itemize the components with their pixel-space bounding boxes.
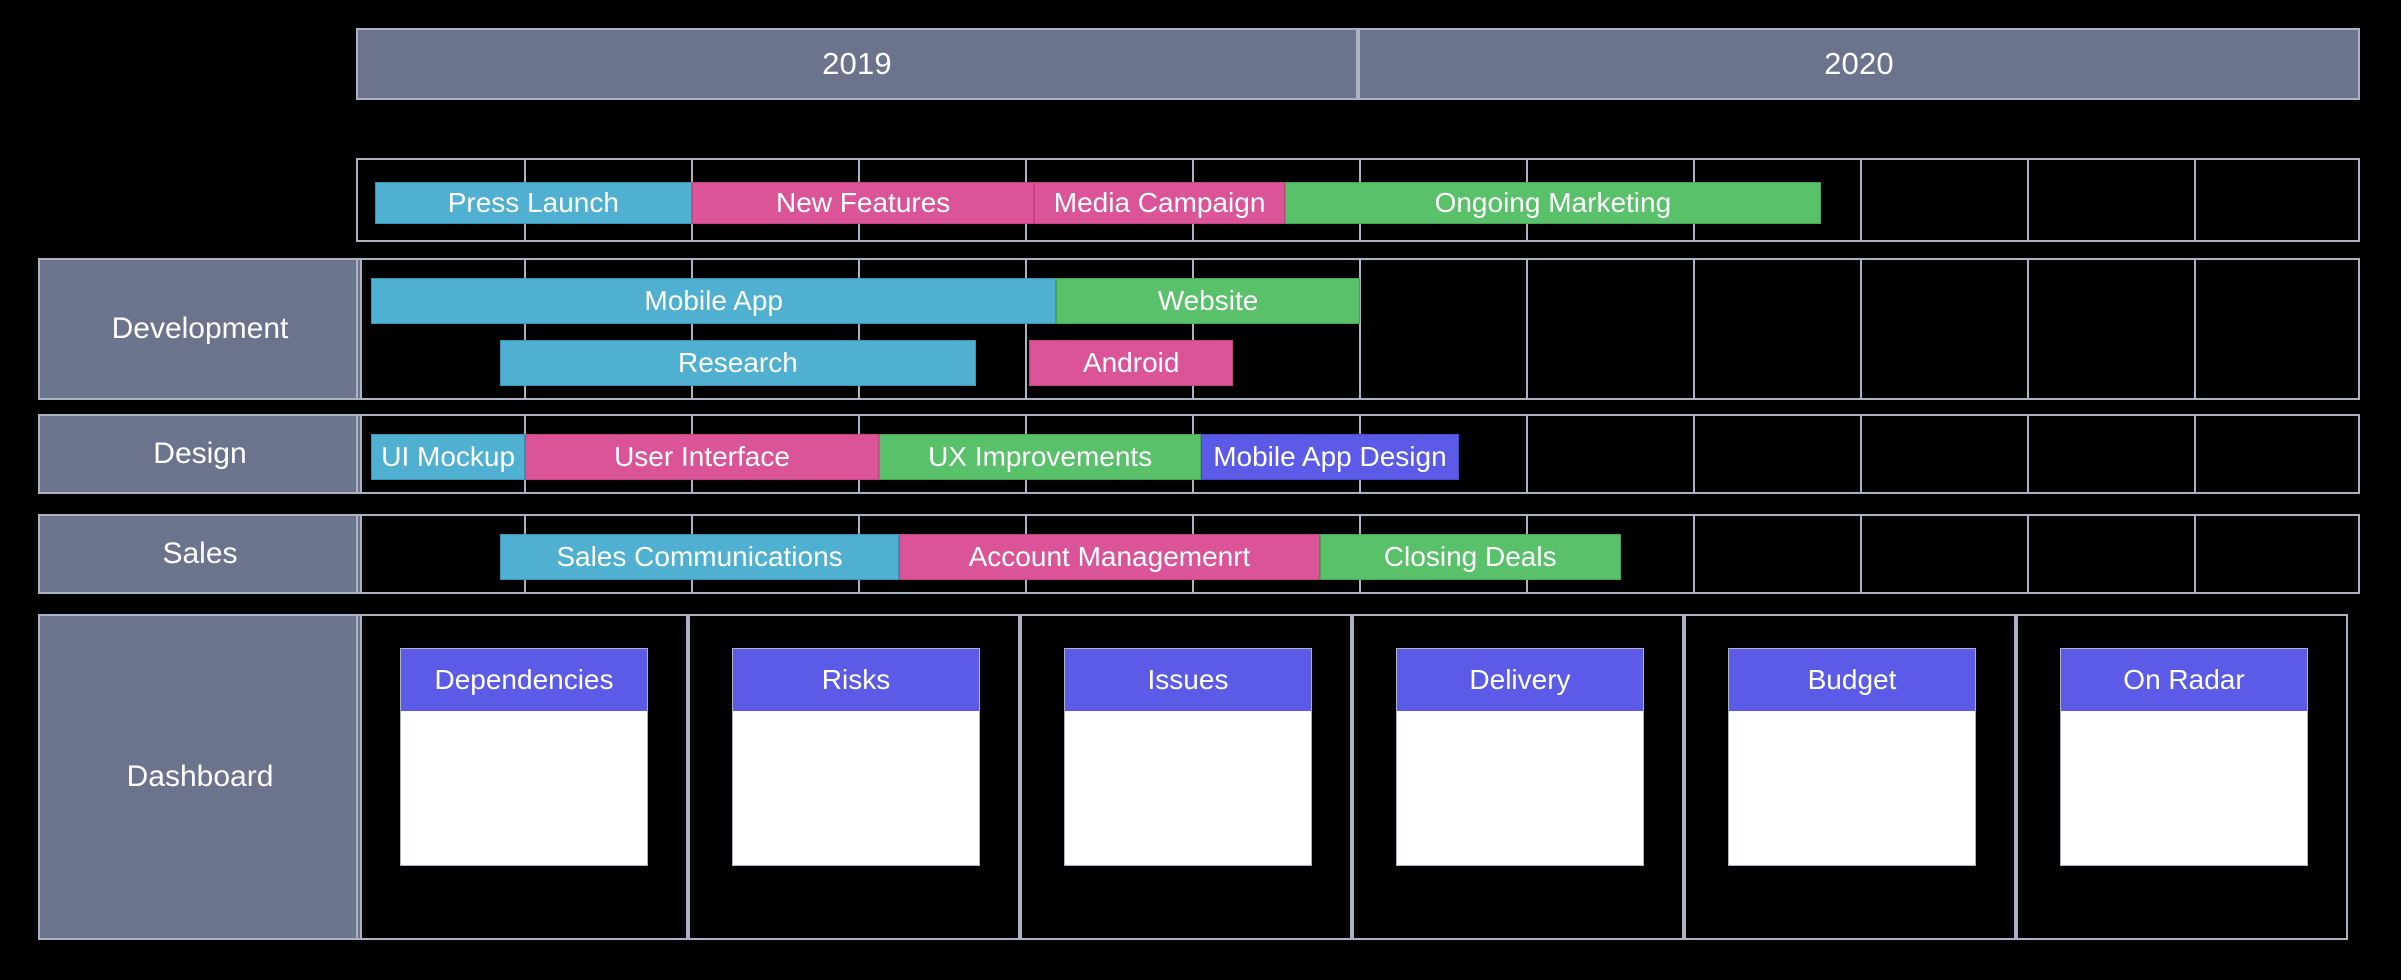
- lane-label-text: Design: [153, 437, 247, 470]
- dashboard-column: Delivery: [1352, 614, 1684, 940]
- gantt-bar-label: Ongoing Marketing: [1434, 187, 1672, 218]
- gantt-bar[interactable]: Closing Deals: [1319, 534, 1621, 580]
- timeline-gridline: [1025, 260, 1027, 398]
- timeline-gridline: [1860, 416, 1862, 492]
- gantt-bar[interactable]: Mobile App: [371, 278, 1057, 324]
- gantt-bar-label: Closing Deals: [1383, 541, 1557, 572]
- dashboard-card-body[interactable]: [1065, 711, 1311, 865]
- gantt-bar[interactable]: Media Campaign: [1034, 182, 1285, 224]
- gantt-bar[interactable]: Ongoing Marketing: [1284, 182, 1821, 224]
- timeline-gridline: [2027, 260, 2029, 398]
- dashboard-card-header: On Radar: [2061, 649, 2307, 711]
- gantt-bar-label: Android: [1082, 347, 1180, 378]
- gantt-bar-label: Research: [677, 347, 798, 378]
- gantt-bar-label: UX Improvements: [928, 441, 1153, 472]
- lane-label-design: Design: [38, 414, 362, 494]
- dashboard-card-body[interactable]: [401, 711, 647, 865]
- timeline-gridline: [1860, 160, 1862, 240]
- year-label: 2019: [822, 46, 892, 81]
- dashboard-column: Dependencies: [356, 614, 688, 940]
- gantt-bar[interactable]: Sales Communications: [499, 534, 900, 580]
- gantt-bar[interactable]: Press Launch: [374, 182, 692, 224]
- timeline-gridline: [2027, 160, 2029, 240]
- timeline-gridline: [1693, 260, 1695, 398]
- year-header-2019: 2019: [356, 28, 1358, 100]
- dashboard-card-body[interactable]: [1729, 711, 1975, 865]
- timeline-gridline: [1860, 516, 1862, 592]
- gantt-bar-label: Website: [1157, 285, 1259, 316]
- lane-label-text: Dashboard: [126, 760, 274, 793]
- gantt-bar[interactable]: Research: [499, 340, 976, 386]
- dashboard-card-title: On Radar: [2123, 664, 2245, 695]
- lane-label-dashboard: Dashboard: [38, 614, 362, 940]
- timeline-gridline: [2194, 416, 2196, 492]
- year-header-2020: 2020: [1358, 28, 2360, 100]
- lane-label-text: Development: [111, 312, 289, 345]
- timeline-gridline: [1526, 260, 1528, 398]
- dashboard-card-header: Dependencies: [401, 649, 647, 711]
- dashboard-card[interactable]: Delivery: [1396, 648, 1644, 866]
- dashboard-card-header: Risks: [733, 649, 979, 711]
- dashboard-card[interactable]: On Radar: [2060, 648, 2308, 866]
- dashboard-card[interactable]: Dependencies: [400, 648, 648, 866]
- timeline-gridline: [2027, 416, 2029, 492]
- timeline-gridline: [1693, 516, 1695, 592]
- timeline-gridline: [2194, 160, 2196, 240]
- gantt-bar[interactable]: Android: [1029, 340, 1234, 386]
- gantt-bar-label: Media Campaign: [1053, 187, 1266, 218]
- timeline-gridline: [1693, 416, 1695, 492]
- dashboard-card-title: Budget: [1807, 664, 1897, 695]
- gantt-bar-label: Sales Communications: [556, 541, 843, 572]
- timeline-gridline: [1359, 260, 1361, 398]
- timeline-gridline: [524, 260, 526, 398]
- dashboard-card-header: Budget: [1729, 649, 1975, 711]
- dashboard-card[interactable]: Issues: [1064, 648, 1312, 866]
- lane-label-text: Sales: [162, 537, 238, 570]
- dashboard-card-header: Issues: [1065, 649, 1311, 711]
- year-label: 2020: [1824, 46, 1894, 81]
- gantt-bar-label: Mobile App Design: [1213, 441, 1447, 472]
- timeline-gridline: [1526, 416, 1528, 492]
- timeline-gridline: [858, 260, 860, 398]
- timeline-gridline: [2027, 516, 2029, 592]
- gantt-bar[interactable]: UI Mockup: [371, 434, 525, 480]
- dashboard-card-title: Dependencies: [434, 664, 614, 695]
- dashboard-card-body[interactable]: [733, 711, 979, 865]
- lane-label-development: Development: [38, 258, 362, 400]
- timeline-gridline: [1860, 260, 1862, 398]
- timeline-gridline: [1192, 260, 1194, 398]
- dashboard-column: Budget: [1684, 614, 2016, 940]
- dashboard-column: Risks: [688, 614, 1020, 940]
- timeline-gridline: [691, 260, 693, 398]
- gantt-bar[interactable]: User Interface: [525, 434, 880, 480]
- dashboard-column: Issues: [1020, 614, 1352, 940]
- timeline-gridline: [2194, 516, 2196, 592]
- dashboard-card[interactable]: Budget: [1728, 648, 1976, 866]
- dashboard-card-body[interactable]: [2061, 711, 2307, 865]
- gantt-bar[interactable]: UX Improvements: [879, 434, 1202, 480]
- marketing-track: Press Launch New Features Media Campaign On…: [356, 158, 2360, 242]
- gantt-bar[interactable]: Mobile App Design: [1201, 434, 1459, 480]
- gantt-bar-label: UI Mockup: [381, 441, 516, 472]
- dashboard-card[interactable]: Risks: [732, 648, 980, 866]
- lane-track-sales: Sales Communications Account Managemenrt C…: [356, 514, 2360, 594]
- dashboard-column: On Radar: [2016, 614, 2348, 940]
- gantt-bar-label: New Features: [776, 187, 951, 218]
- dashboard-card-title: Delivery: [1469, 664, 1571, 695]
- gantt-bar-label: Press Launch: [447, 187, 619, 218]
- gantt-bar-label: Mobile App: [644, 285, 783, 316]
- lane-track-design: UI Mockup User Interface UX Improvements Mo…: [356, 414, 2360, 494]
- gantt-bar[interactable]: New Features: [692, 182, 1035, 224]
- lane-label-sales: Sales: [38, 514, 362, 594]
- dashboard-card-header: Delivery: [1397, 649, 1643, 711]
- dashboard-card-body[interactable]: [1397, 711, 1643, 865]
- gantt-bar[interactable]: Account Managemenrt: [899, 534, 1320, 580]
- timeline-gridline: [2194, 260, 2196, 398]
- dashboard-card-title: Risks: [821, 664, 891, 695]
- dashboard-card-title: Issues: [1147, 664, 1229, 695]
- gantt-bar[interactable]: Website: [1056, 278, 1360, 324]
- gantt-bar-label: User Interface: [614, 441, 790, 472]
- gantt-bar-label: Account Managemenrt: [968, 541, 1251, 572]
